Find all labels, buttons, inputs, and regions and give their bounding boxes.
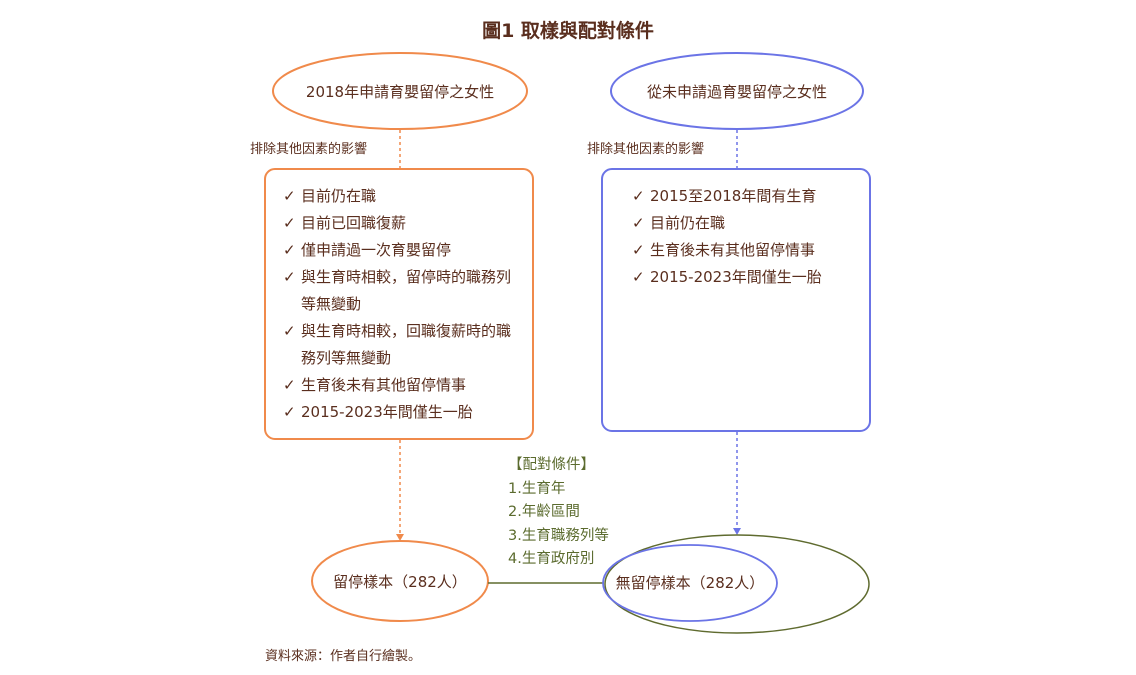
left-sample-ellipse [311, 540, 489, 622]
check-icon: ✓ [632, 214, 645, 232]
left-population-ellipse [272, 52, 528, 130]
criteria-item: ✓ 目前仍在職 [283, 183, 523, 210]
criteria-text: 與生育時相較，留停時的職務列等無變動 [301, 268, 512, 313]
check-icon: ✓ [283, 187, 296, 205]
left-population-label: 2018年申請育嬰留停之女性 [305, 83, 495, 101]
criteria-item: ✓ 與生育時相較，回職復薪時的職務列等無變動 [283, 318, 523, 372]
right-sample-ellipse [602, 544, 778, 622]
criteria-text: 2015至2018年間有生育 [650, 187, 817, 205]
check-icon: ✓ [632, 268, 645, 286]
left-exclude-label: 排除其他因素的影響 [250, 142, 368, 157]
left-sample-label: 留停樣本（282人） [333, 573, 467, 591]
check-icon: ✓ [632, 241, 645, 259]
criteria-text: 與生育時相較，回職復薪時的職務列等無變動 [301, 322, 512, 367]
criteria-text: 2015-2023年間僅生一胎 [301, 403, 473, 421]
check-icon: ✓ [283, 268, 296, 286]
check-icon: ✓ [283, 214, 296, 232]
right-arrowhead [733, 528, 741, 535]
left-criteria-box [264, 168, 534, 440]
criteria-text: 生育後未有其他留停情事 [650, 241, 816, 259]
criteria-text: 僅申請過一次育嬰留停 [301, 241, 452, 259]
matching-conditions: 【配對條件】 1.生育年 2.年齡區間 3.生育職務列等 4.生育政府別 [508, 454, 609, 572]
right-population-ellipse [610, 52, 864, 130]
criteria-item: ✓ 2015-2023年間僅生一胎 [283, 399, 523, 426]
criteria-item: ✓ 2015至2018年間有生育 [632, 183, 862, 210]
criteria-text: 目前仍在職 [650, 214, 726, 232]
criteria-item: ✓ 目前已回職復薪 [283, 210, 523, 237]
check-icon: ✓ [632, 187, 645, 205]
criteria-item: ✓ 僅申請過一次育嬰留停 [283, 237, 523, 264]
criteria-item: ✓ 生育後未有其他留停情事 [283, 372, 523, 399]
right-criteria-box [601, 168, 871, 432]
check-icon: ✓ [283, 241, 296, 259]
criteria-item: ✓ 與生育時相較，留停時的職務列等無變動 [283, 264, 523, 318]
right-exclude-label: 排除其他因素的影響 [587, 142, 705, 157]
check-icon: ✓ [283, 403, 296, 421]
left-criteria-list: ✓ 目前仍在職 ✓ 目前已回職復薪 ✓ 僅申請過一次育嬰留停 ✓ 與生育時相較，留停時的職務列… [283, 183, 523, 426]
criteria-item: ✓ 生育後未有其他留停情事 [632, 237, 862, 264]
left-arrowhead [396, 534, 404, 541]
criteria-text: 2015-2023年間僅生一胎 [650, 268, 822, 286]
check-icon: ✓ [283, 376, 296, 394]
matching-item: 1.生育年 [508, 480, 566, 497]
matched-pool-ellipse [604, 534, 870, 634]
criteria-text: 目前已回職復薪 [301, 214, 407, 232]
check-icon: ✓ [283, 322, 296, 340]
criteria-item: ✓ 目前仍在職 [632, 210, 862, 237]
matching-item: 4.生育政府別 [508, 551, 595, 567]
criteria-text: 生育後未有其他留停情事 [301, 376, 467, 394]
right-criteria-list: ✓ 2015至2018年間有生育 ✓ 目前仍在職 ✓ 生育後未有其他留停情事 ✓ 2015-2… [632, 183, 862, 291]
matching-heading: 【配對條件】 [508, 457, 595, 473]
criteria-text: 目前仍在職 [301, 187, 377, 205]
right-sample-label: 無留停樣本（282人） [615, 574, 765, 592]
matching-item: 2.年齡區間 [508, 504, 580, 520]
matching-item: 3.生育職務列等 [508, 527, 609, 544]
right-population-label: 從未申請過育嬰留停之女性 [646, 83, 827, 101]
source-note: 資料來源：作者自行繪製。 [265, 649, 422, 664]
criteria-item: ✓ 2015-2023年間僅生一胎 [632, 264, 862, 291]
figure-title: 圖1 取樣與配對條件 [482, 20, 654, 42]
